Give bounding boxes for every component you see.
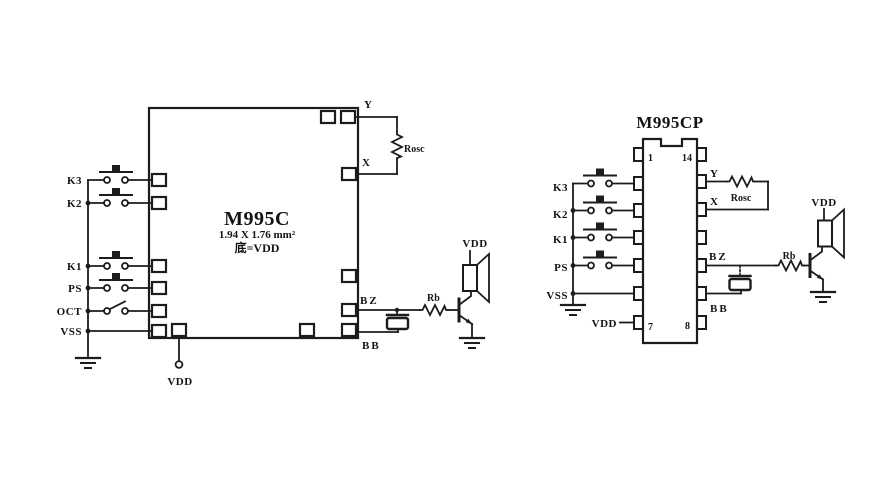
pin-number-14: 14 xyxy=(682,153,692,164)
vdd-substrate-terminal: VDD xyxy=(167,335,192,388)
pin-7-stub xyxy=(633,315,644,330)
pushbutton-k1-cp xyxy=(583,221,617,242)
pad-k1 xyxy=(150,258,168,274)
pin-k3-stub xyxy=(633,176,644,191)
rosc-network-cp: Y X Rosc xyxy=(705,168,769,211)
pin-x-stub xyxy=(696,202,707,217)
m995cp-title: M995CP xyxy=(636,113,703,132)
pad-vss xyxy=(150,323,168,339)
vdd-pin7: VDD xyxy=(592,318,635,330)
pin-1-stub xyxy=(633,147,644,162)
label-rb: Rb xyxy=(427,293,440,304)
label-bz-cp: BZ xyxy=(709,251,728,263)
pin-number-1: 1 xyxy=(648,153,653,164)
pin-y-stub xyxy=(696,174,707,189)
label-k1-cp: K1 xyxy=(553,234,568,246)
label-k2-cp: K2 xyxy=(553,209,568,221)
label-x-cp: X xyxy=(710,196,718,208)
pushbutton-k2-cp xyxy=(583,194,617,215)
label-x: X xyxy=(362,157,370,169)
m995c-substrate-note: 底=VDD xyxy=(235,240,280,255)
pushbutton-ps xyxy=(99,272,133,292)
m995c-die-size: 1.94 X 1.76 mm² xyxy=(219,229,296,241)
label-rb-cp: Rb xyxy=(783,251,796,262)
pad-vdd xyxy=(170,322,188,338)
label-bb-cp: BB xyxy=(710,303,729,315)
speaker-driver-cp: VDD xyxy=(808,197,845,304)
pad-nc-top xyxy=(319,109,337,125)
pad-k2 xyxy=(150,195,168,211)
pad-bb xyxy=(340,322,358,338)
label-vss: VSS xyxy=(60,326,82,338)
pushbutton-k3 xyxy=(99,164,133,184)
pin-14-stub xyxy=(696,147,707,162)
switch-oct xyxy=(103,300,129,315)
pin-8-stub xyxy=(696,315,707,330)
pushbutton-k3-cp xyxy=(583,167,617,188)
pin-ps-stub xyxy=(633,258,644,273)
m995cp-package-outline xyxy=(641,137,699,345)
label-bb: BB xyxy=(362,340,381,352)
pad-y xyxy=(339,109,357,125)
label-y: Y xyxy=(364,99,372,111)
label-k1: K1 xyxy=(67,261,82,273)
label-oct: OCT xyxy=(57,306,83,318)
pin-bb-stub xyxy=(696,286,707,301)
speaker-icon xyxy=(462,253,490,303)
rosc-network: Y X Rosc xyxy=(354,99,425,175)
piezo-element xyxy=(385,313,410,331)
pushbutton-k1 xyxy=(99,250,133,270)
label-rosc: Rosc xyxy=(404,144,425,155)
pad-ps xyxy=(150,280,168,296)
label-k3: K3 xyxy=(67,175,82,187)
pushbutton-k2 xyxy=(99,187,133,207)
pushbutton-ps-cp xyxy=(583,249,617,270)
pin-k2-stub xyxy=(633,203,644,218)
bz-bb-network-cp: Rb BZ BB xyxy=(705,251,811,315)
ground-symbol-emitter-cp xyxy=(809,290,837,304)
piezo-element-cp xyxy=(728,274,752,292)
pad-oct xyxy=(150,303,168,319)
label-rosc-cp: Rosc xyxy=(731,193,752,204)
pin-nc-stub xyxy=(696,230,707,245)
ground-symbol-inputs xyxy=(74,356,102,370)
pin-bz-stub xyxy=(696,258,707,273)
rosc-resistor xyxy=(391,131,403,161)
m995c-circuit: M995C 1.94 X 1.76 mm² 底=VDD K3 K2 K1 PS … xyxy=(57,99,490,388)
speaker-driver: VDD xyxy=(457,238,490,350)
npn-transistor-cp xyxy=(808,245,825,281)
bz-bb-network: Rb BZ BB xyxy=(355,293,460,352)
pad-k3 xyxy=(150,172,168,188)
pin-k1-stub xyxy=(633,230,644,245)
rosc-resistor-cp xyxy=(726,175,756,188)
pin-number-8: 8 xyxy=(685,321,690,332)
pin-number-7: 7 xyxy=(648,322,653,333)
pad-x xyxy=(340,166,358,182)
m995cp-circuit: M995CP 1 14 7 8 xyxy=(546,113,845,345)
label-vdd-speaker-cp: VDD xyxy=(811,197,836,209)
m995c-title: M995C xyxy=(224,208,290,230)
label-vdd-substrate: VDD xyxy=(167,376,192,388)
pad-nc-bottom xyxy=(298,322,316,338)
label-ps: PS xyxy=(68,283,82,295)
rb-resistor-cp xyxy=(775,259,805,272)
label-y-cp: Y xyxy=(710,168,718,180)
ground-symbol-inputs-cp xyxy=(559,303,587,317)
pad-nc-right xyxy=(340,268,358,284)
label-k3-cp: K3 xyxy=(553,182,568,194)
label-bz: BZ xyxy=(360,295,379,307)
m995c-die-outline xyxy=(147,106,360,340)
label-vdd-cp: VDD xyxy=(592,318,617,330)
ground-symbol-emitter xyxy=(458,336,486,350)
label-ps-cp: PS xyxy=(554,262,568,274)
label-vdd-speaker: VDD xyxy=(462,238,487,250)
rb-resistor xyxy=(419,304,449,316)
label-vss-cp: VSS xyxy=(546,290,568,302)
label-k2: K2 xyxy=(67,198,82,210)
pin-vss-stub xyxy=(633,286,644,301)
npn-transistor xyxy=(457,289,474,326)
pad-bz xyxy=(340,302,358,318)
